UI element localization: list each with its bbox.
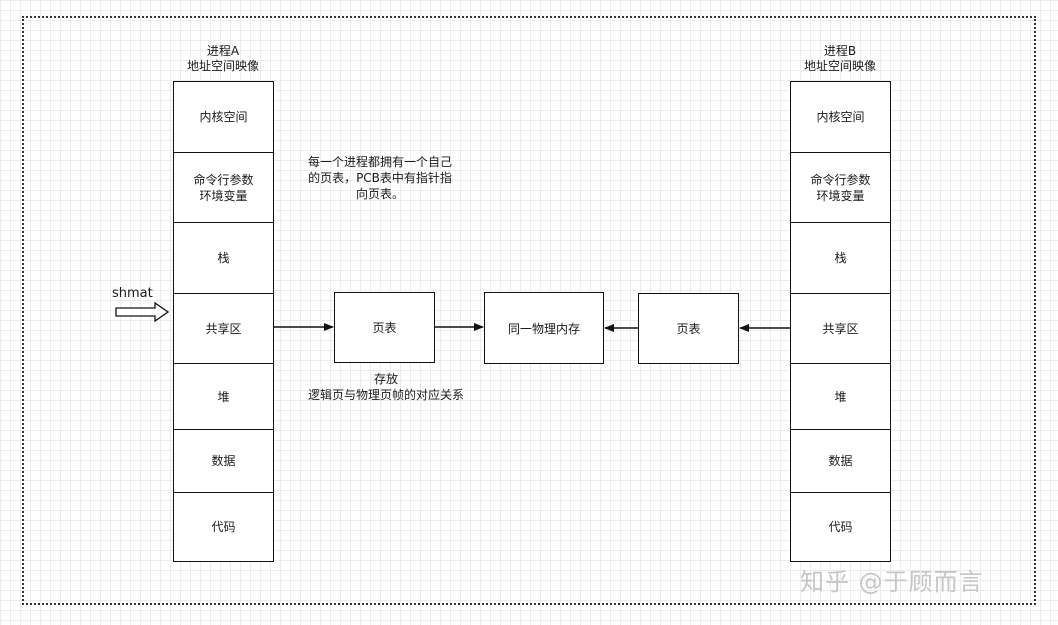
process-a-segment-shared: 共享区 [173,293,274,365]
shmat-hollow-arrow [115,301,170,323]
page-table-caption-line1: 存放 [373,372,398,386]
page-table-a-box: 页表 [334,292,435,363]
process-a-segment-args-env: 命令行参数 环境变量 [173,152,274,224]
process-a-segment-data: 数据 [173,429,274,493]
process-a-segment-stack: 栈 [173,222,274,294]
process-b-title: 进程B 地址空间映像 [790,44,890,74]
shmat-label: shmat [112,286,153,301]
page-table-a-label: 页表 [372,321,397,335]
process-b-segment-shared: 共享区 [790,293,891,365]
process-a-segment-kernel: 内核空间 [173,81,274,153]
process-b-segment-stack: 栈 [790,222,891,294]
page-table-b-box: 页表 [638,293,739,364]
diagram-frame [22,16,1036,605]
process-b-segment-data: 数据 [790,429,891,493]
process-b-segment-code: 代码 [790,492,891,562]
page-table-note: 每一个进程都拥有一个自己 的页表，PCB表中有指针指 向页表。 [300,154,460,202]
process-a-segment-code: 代码 [173,492,274,562]
page-table-note-line1: 每一个进程都拥有一个自己 [307,155,452,169]
page-table-b-label: 页表 [676,322,701,336]
process-b-segment-heap: 堆 [790,363,891,430]
physical-memory-box: 同一物理内存 [484,292,604,364]
process-a-title-line2: 地址空间映像 [186,59,259,73]
process-a-segment-heap: 堆 [173,363,274,430]
process-b-title-line1: 进程B [823,44,857,58]
page-table-caption-line2: 逻辑页与物理页帧的对应关系 [307,388,464,402]
page-table-note-line3: 向页表。 [355,187,404,201]
page-table-note-line2: 的页表，PCB表中有指针指 [308,171,452,185]
watermark-text: 知乎 @于顾而言 [800,568,984,596]
page-table-caption: 存放 逻辑页与物理页帧的对应关系 [296,371,476,403]
process-b-segment-args-env: 命令行参数 环境变量 [790,152,891,224]
physical-memory-label: 同一物理内存 [507,321,580,336]
process-b-title-line2: 地址空间映像 [803,59,876,73]
process-a-title-line1: 进程A [206,44,240,58]
process-a-title: 进程A 地址空间映像 [173,44,273,74]
process-b-segment-kernel: 内核空间 [790,81,891,153]
